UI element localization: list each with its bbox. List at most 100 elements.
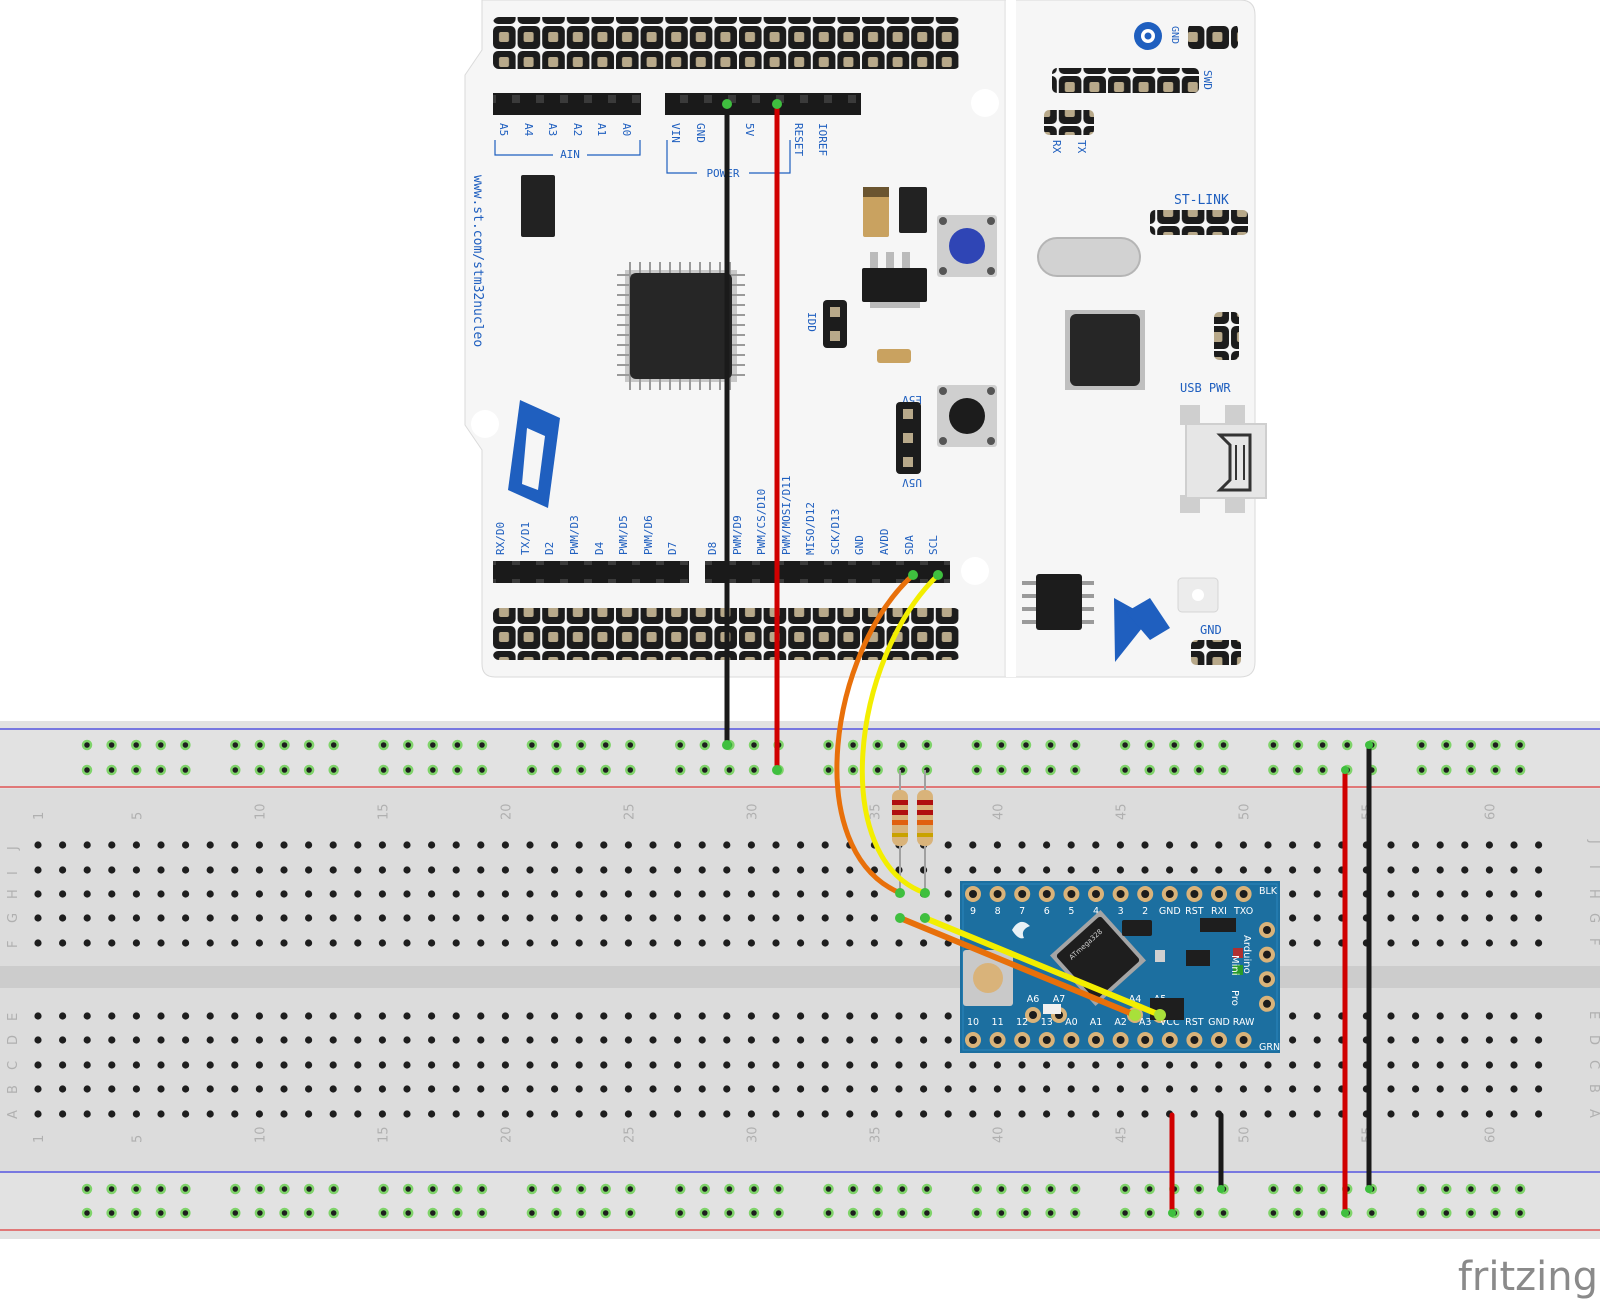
breadboard-hole[interactable] — [698, 1085, 706, 1093]
breadboard-hole[interactable] — [1018, 841, 1026, 849]
rail-hole[interactable] — [600, 1207, 611, 1219]
breadboard-hole[interactable] — [870, 890, 879, 898]
breadboard-hole[interactable] — [1166, 1061, 1174, 1069]
rail-hole[interactable] — [427, 739, 439, 751]
breadboard-hole[interactable] — [575, 1036, 583, 1044]
rail-hole[interactable] — [1490, 764, 1501, 776]
breadboard-hole[interactable] — [182, 890, 190, 898]
rail-hole[interactable] — [254, 1207, 266, 1219]
breadboard-hole[interactable] — [108, 914, 116, 922]
rail-hole[interactable] — [551, 764, 562, 776]
breadboard-hole[interactable] — [108, 1110, 116, 1118]
breadboard-hole[interactable] — [1313, 1012, 1321, 1020]
breadboard-hole[interactable] — [920, 1061, 928, 1069]
breadboard-hole[interactable] — [1289, 1012, 1297, 1020]
breadboard-hole[interactable] — [329, 1036, 337, 1044]
breadboard-hole[interactable] — [1535, 866, 1543, 874]
breadboard-hole[interactable] — [649, 1012, 657, 1020]
digital-header-left[interactable] — [493, 561, 689, 583]
rail-hole[interactable] — [130, 764, 142, 776]
breadboard-hole[interactable] — [895, 1085, 903, 1093]
breadboard-hole[interactable] — [624, 1110, 633, 1118]
breadboard-hole[interactable] — [329, 890, 337, 898]
rail-hole[interactable] — [81, 1183, 93, 1195]
breadboard-hole[interactable] — [83, 841, 91, 849]
breadboard-hole[interactable] — [378, 1012, 386, 1020]
rx-tx-header[interactable] — [1044, 110, 1094, 135]
breadboard-hole[interactable] — [870, 1012, 879, 1020]
breadboard-hole[interactable] — [206, 841, 214, 849]
breadboard-hole[interactable] — [403, 866, 411, 874]
pro-mini-reset-button[interactable] — [963, 950, 1013, 1006]
breadboard-hole[interactable] — [1239, 841, 1247, 849]
breadboard-hole[interactable] — [255, 890, 263, 898]
breadboard-hole[interactable] — [1313, 1085, 1321, 1093]
breadboard-hole[interactable] — [305, 890, 313, 898]
breadboard-hole[interactable] — [723, 1036, 731, 1044]
breadboard-hole[interactable] — [1166, 1085, 1174, 1093]
rail-hole[interactable] — [378, 1183, 389, 1195]
rail-hole[interactable] — [1119, 1183, 1131, 1195]
breadboard-hole[interactable] — [1387, 866, 1395, 874]
breadboard-hole[interactable] — [157, 1110, 165, 1118]
breadboard-hole[interactable] — [231, 841, 239, 849]
breadboard-hole[interactable] — [1190, 1085, 1198, 1093]
breadboard-hole[interactable] — [575, 890, 583, 898]
breadboard-hole[interactable] — [624, 1061, 633, 1069]
rail-hole[interactable] — [1441, 1183, 1452, 1195]
breadboard-hole[interactable] — [993, 1061, 1002, 1069]
rail-hole[interactable] — [921, 1183, 933, 1195]
rail-hole[interactable] — [180, 1183, 191, 1195]
breadboard-hole[interactable] — [1535, 939, 1543, 947]
breadboard-hole[interactable] — [34, 939, 42, 947]
breadboard-hole[interactable] — [1510, 890, 1518, 898]
breadboard-hole[interactable] — [132, 1061, 140, 1069]
breadboard-hole[interactable] — [59, 841, 67, 849]
breadboard-hole[interactable] — [59, 914, 67, 922]
breadboard-hole[interactable] — [1436, 1036, 1444, 1044]
breadboard-hole[interactable] — [280, 1085, 288, 1093]
breadboard-hole[interactable] — [1535, 841, 1543, 849]
rail-hole[interactable] — [1193, 1207, 1205, 1219]
breadboard-hole[interactable] — [1264, 841, 1272, 849]
breadboard-hole[interactable] — [403, 1061, 411, 1069]
breadboard-hole[interactable] — [526, 914, 534, 922]
rail-hole[interactable] — [575, 739, 587, 751]
breadboard-hole[interactable] — [34, 1036, 42, 1044]
breadboard-hole[interactable] — [772, 1012, 780, 1020]
breadboard-hole[interactable] — [551, 841, 559, 849]
breadboard-hole[interactable] — [108, 890, 116, 898]
breadboard-hole[interactable] — [1412, 1085, 1420, 1093]
rail-hole[interactable] — [279, 764, 290, 776]
rail-hole[interactable] — [1465, 1207, 1477, 1219]
rail-hole[interactable] — [130, 1183, 142, 1195]
breadboard-hole[interactable] — [34, 1110, 42, 1118]
rail-hole[interactable] — [526, 739, 538, 751]
breadboard-hole[interactable] — [624, 890, 633, 898]
breadboard-hole[interactable] — [206, 1012, 214, 1020]
breadboard-hole[interactable] — [895, 1110, 903, 1118]
rail-hole[interactable] — [303, 1207, 315, 1219]
breadboard-hole[interactable] — [501, 1036, 509, 1044]
breadboard-hole[interactable] — [624, 866, 633, 874]
rail-hole[interactable] — [600, 739, 611, 751]
breadboard-hole[interactable] — [1436, 1012, 1444, 1020]
rail-hole[interactable] — [1045, 739, 1056, 751]
breadboard-hole[interactable] — [870, 1085, 879, 1093]
breadboard-hole[interactable] — [723, 1012, 731, 1020]
breadboard-hole[interactable] — [1289, 1061, 1297, 1069]
breadboard-hole[interactable] — [624, 1085, 633, 1093]
rail-hole[interactable] — [81, 764, 93, 776]
rail-hole[interactable] — [551, 739, 562, 751]
breadboard-hole[interactable] — [895, 1061, 903, 1069]
breadboard-hole[interactable] — [1461, 914, 1469, 922]
breadboard-hole[interactable] — [1436, 1110, 1444, 1118]
breadboard-hole[interactable] — [1485, 1085, 1493, 1093]
breadboard-hole[interactable] — [1313, 914, 1321, 922]
rail-hole[interactable] — [254, 739, 266, 751]
breadboard-hole[interactable] — [1239, 1085, 1247, 1093]
breadboard-hole[interactable] — [551, 1085, 559, 1093]
user-button[interactable] — [937, 215, 997, 277]
breadboard-hole[interactable] — [34, 890, 42, 898]
breadboard-hole[interactable] — [1436, 1061, 1444, 1069]
